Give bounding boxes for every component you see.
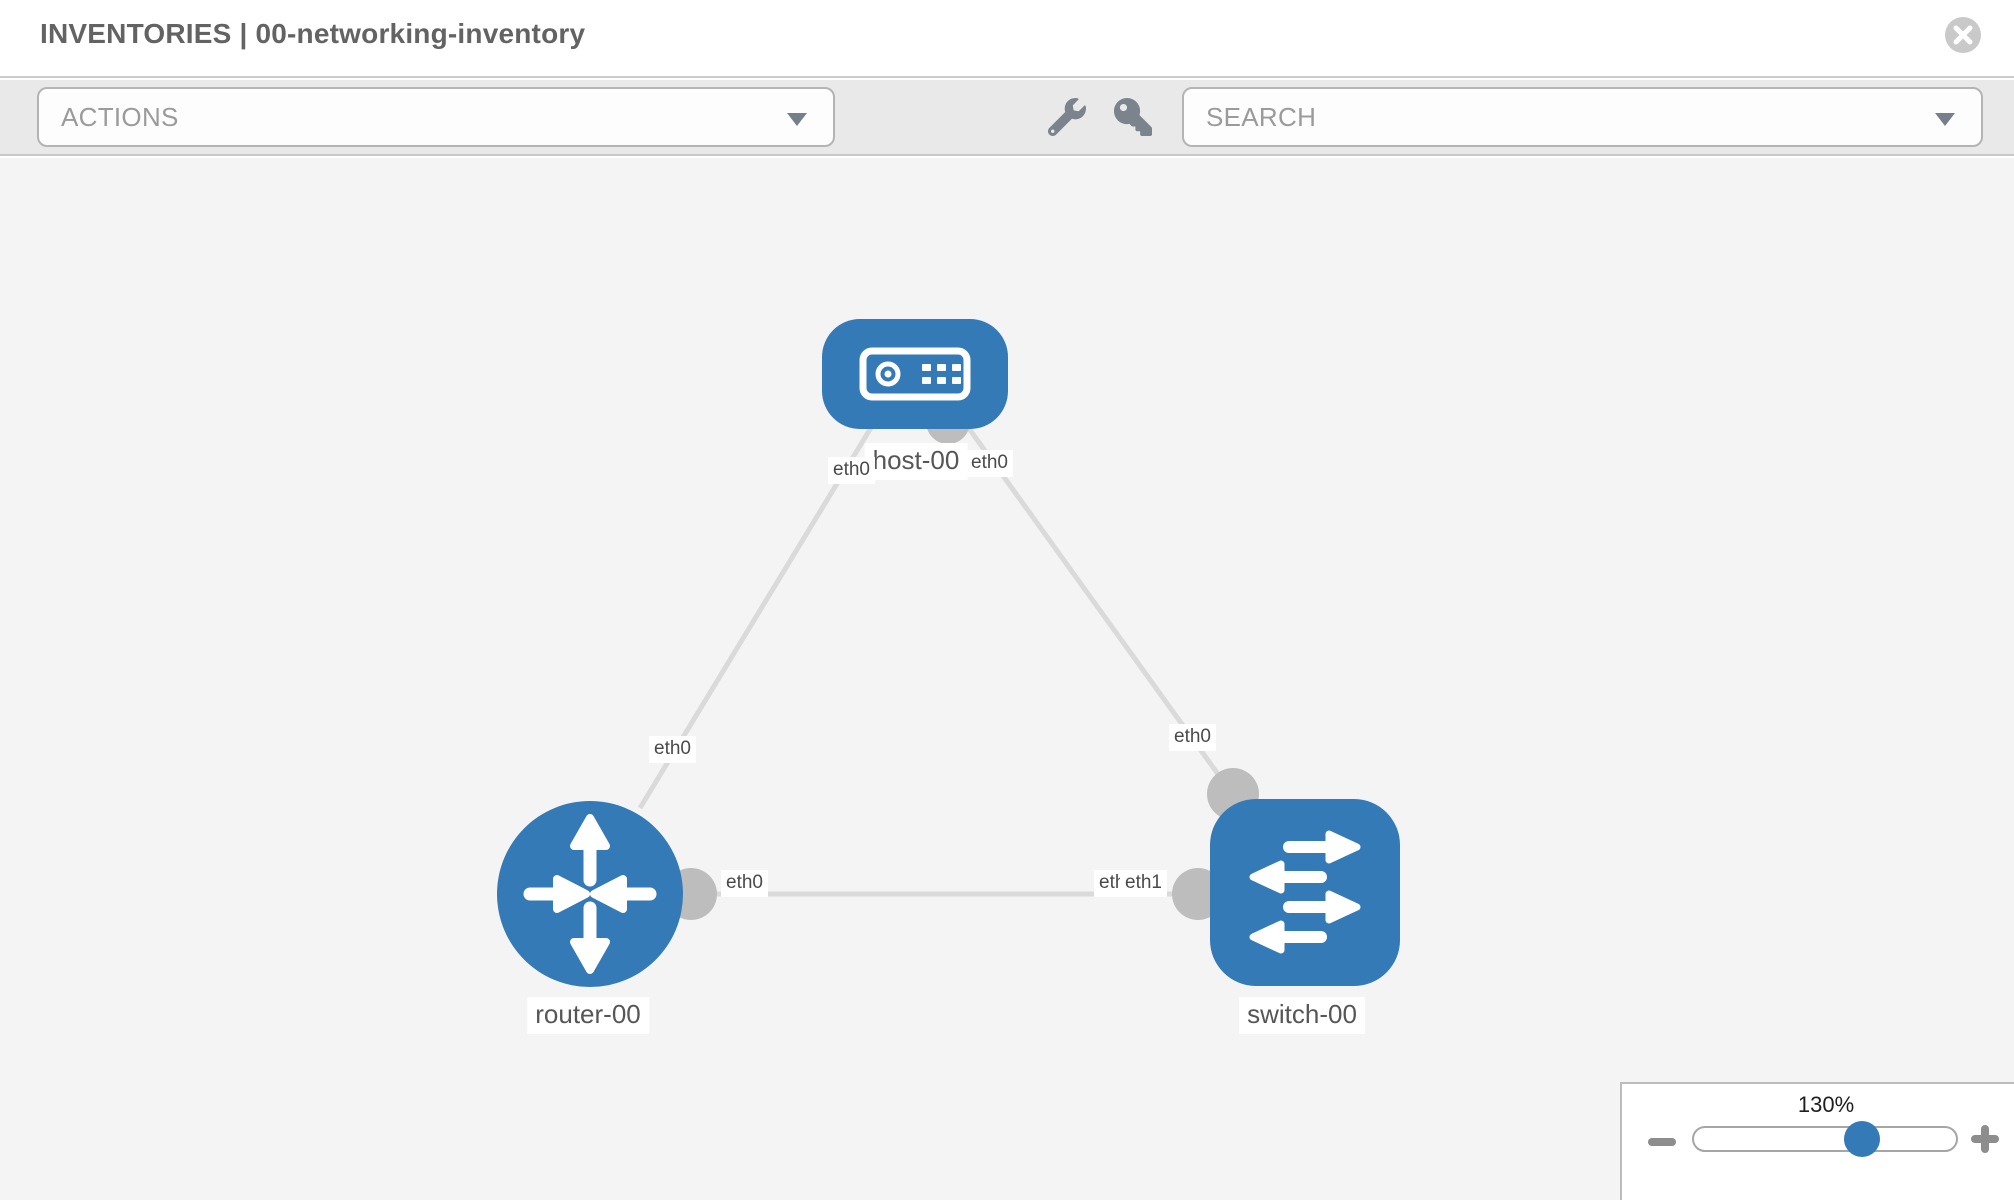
router-icon [523, 814, 657, 974]
actions-dropdown-label: ACTIONS [61, 101, 179, 132]
if-label-host-eth0-right: eth0 [966, 450, 1013, 477]
host-icon [859, 347, 971, 401]
search-dropdown[interactable]: SEARCH [1182, 87, 1983, 147]
zoom-slider[interactable] [1692, 1126, 1958, 1152]
topology-diagram [497, 319, 1400, 987]
zoom-control-panel: 130% [1620, 1082, 2014, 1200]
switch-icon [1249, 830, 1361, 954]
node-host-00[interactable] [822, 319, 1008, 429]
actions-dropdown[interactable]: ACTIONS [37, 87, 835, 147]
if-label-host-eth0-left: eth0 [828, 457, 875, 484]
page-title: INVENTORIES | 00-networking-inventory [40, 18, 586, 49]
node-label-host: host-00 [864, 443, 968, 480]
node-router-00[interactable] [497, 801, 683, 987]
close-icon [1953, 25, 1973, 45]
zoom-level-value: 130% [1797, 1092, 1855, 1117]
chevron-down-icon [1935, 113, 1955, 126]
key-button[interactable] [1114, 98, 1152, 136]
header: INVENTORIES | 00-networking-inventory [0, 0, 2014, 78]
zoom-out-button[interactable] [1648, 1138, 1676, 1146]
node-label-switch: switch-00 [1239, 997, 1365, 1034]
wrench-button[interactable] [1048, 98, 1086, 136]
if-label-router-eth0-uplink: eth0 [649, 736, 696, 763]
links [637, 421, 1236, 897]
key-icon [1114, 98, 1152, 136]
wrench-icon [1048, 98, 1086, 136]
search-dropdown-label: SEARCH [1206, 101, 1317, 132]
if-label-switch-eth1: eth1 [1120, 870, 1167, 897]
zoom-in-button[interactable] [1970, 1124, 2000, 1154]
zoom-slider-thumb[interactable] [1844, 1121, 1880, 1157]
if-label-router-eth0: eth0 [721, 870, 768, 897]
if-label-switch-eth0: eth0 [1169, 724, 1216, 751]
node-switch-00[interactable] [1210, 799, 1400, 986]
topology-canvas[interactable]: host-00 router-00 switch-00 eth0 eth0 et… [0, 158, 2014, 1200]
close-button[interactable] [1945, 17, 1981, 53]
chevron-down-icon [787, 113, 807, 126]
node-label-router: router-00 [527, 997, 649, 1034]
toolbar: ACTIONS SEARCH [0, 80, 2014, 156]
